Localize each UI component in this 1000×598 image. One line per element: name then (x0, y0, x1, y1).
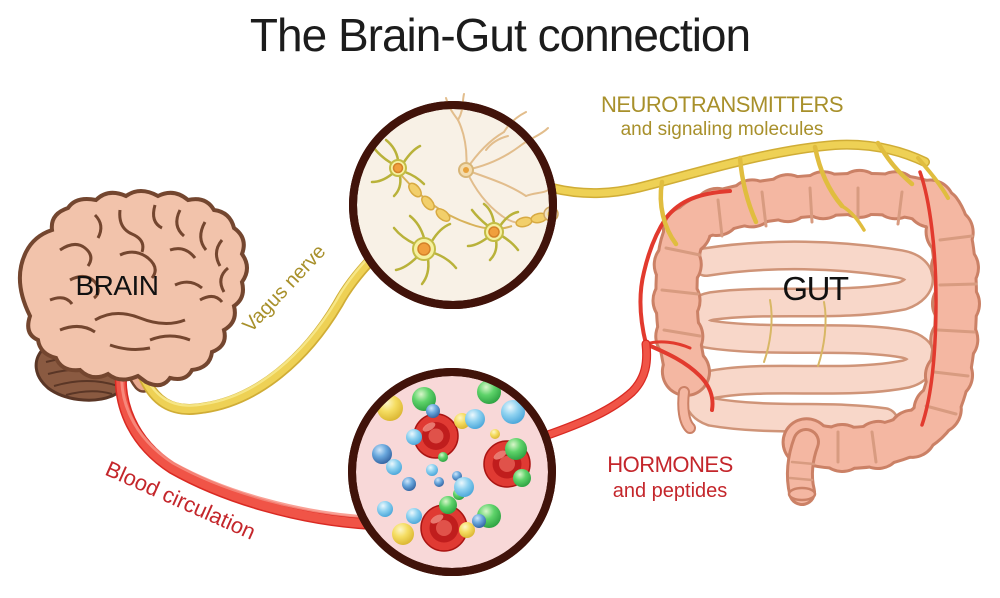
neurons-microscope-circle-icon (349, 93, 559, 309)
gut-artery-lines (638, 170, 938, 427)
hormones-line1: HORMONES (607, 452, 733, 477)
vagus-nerve-branches (658, 140, 950, 247)
blood-circulation-pathway-line (114, 339, 652, 530)
hormones-annotation: HORMONES and peptides (594, 451, 746, 505)
haustra-marks (660, 186, 978, 482)
neurotransmitters-line2: and signaling molecules (620, 119, 824, 141)
neuron-cell (466, 202, 520, 262)
brain-illustration (17, 189, 249, 388)
molecule-spheres (372, 380, 531, 545)
brain-label: BRAIN (75, 270, 159, 301)
brain-sulci (49, 204, 230, 351)
gut-label: GUT (782, 270, 849, 307)
neuron-cell (370, 138, 426, 198)
neuron-cell (392, 214, 458, 286)
neurotransmitters-annotation: NEUROTRANSMITTERS and signaling molecule… (582, 91, 862, 142)
neurotransmitters-line1: NEUROTRANSMITTERS (600, 92, 844, 117)
blood-cells-microscope-circle-icon (348, 368, 556, 576)
gut-illustration (638, 168, 981, 506)
hormones-line2: and peptides (612, 480, 728, 503)
page-title: The Brain-Gut connection (249, 9, 751, 61)
